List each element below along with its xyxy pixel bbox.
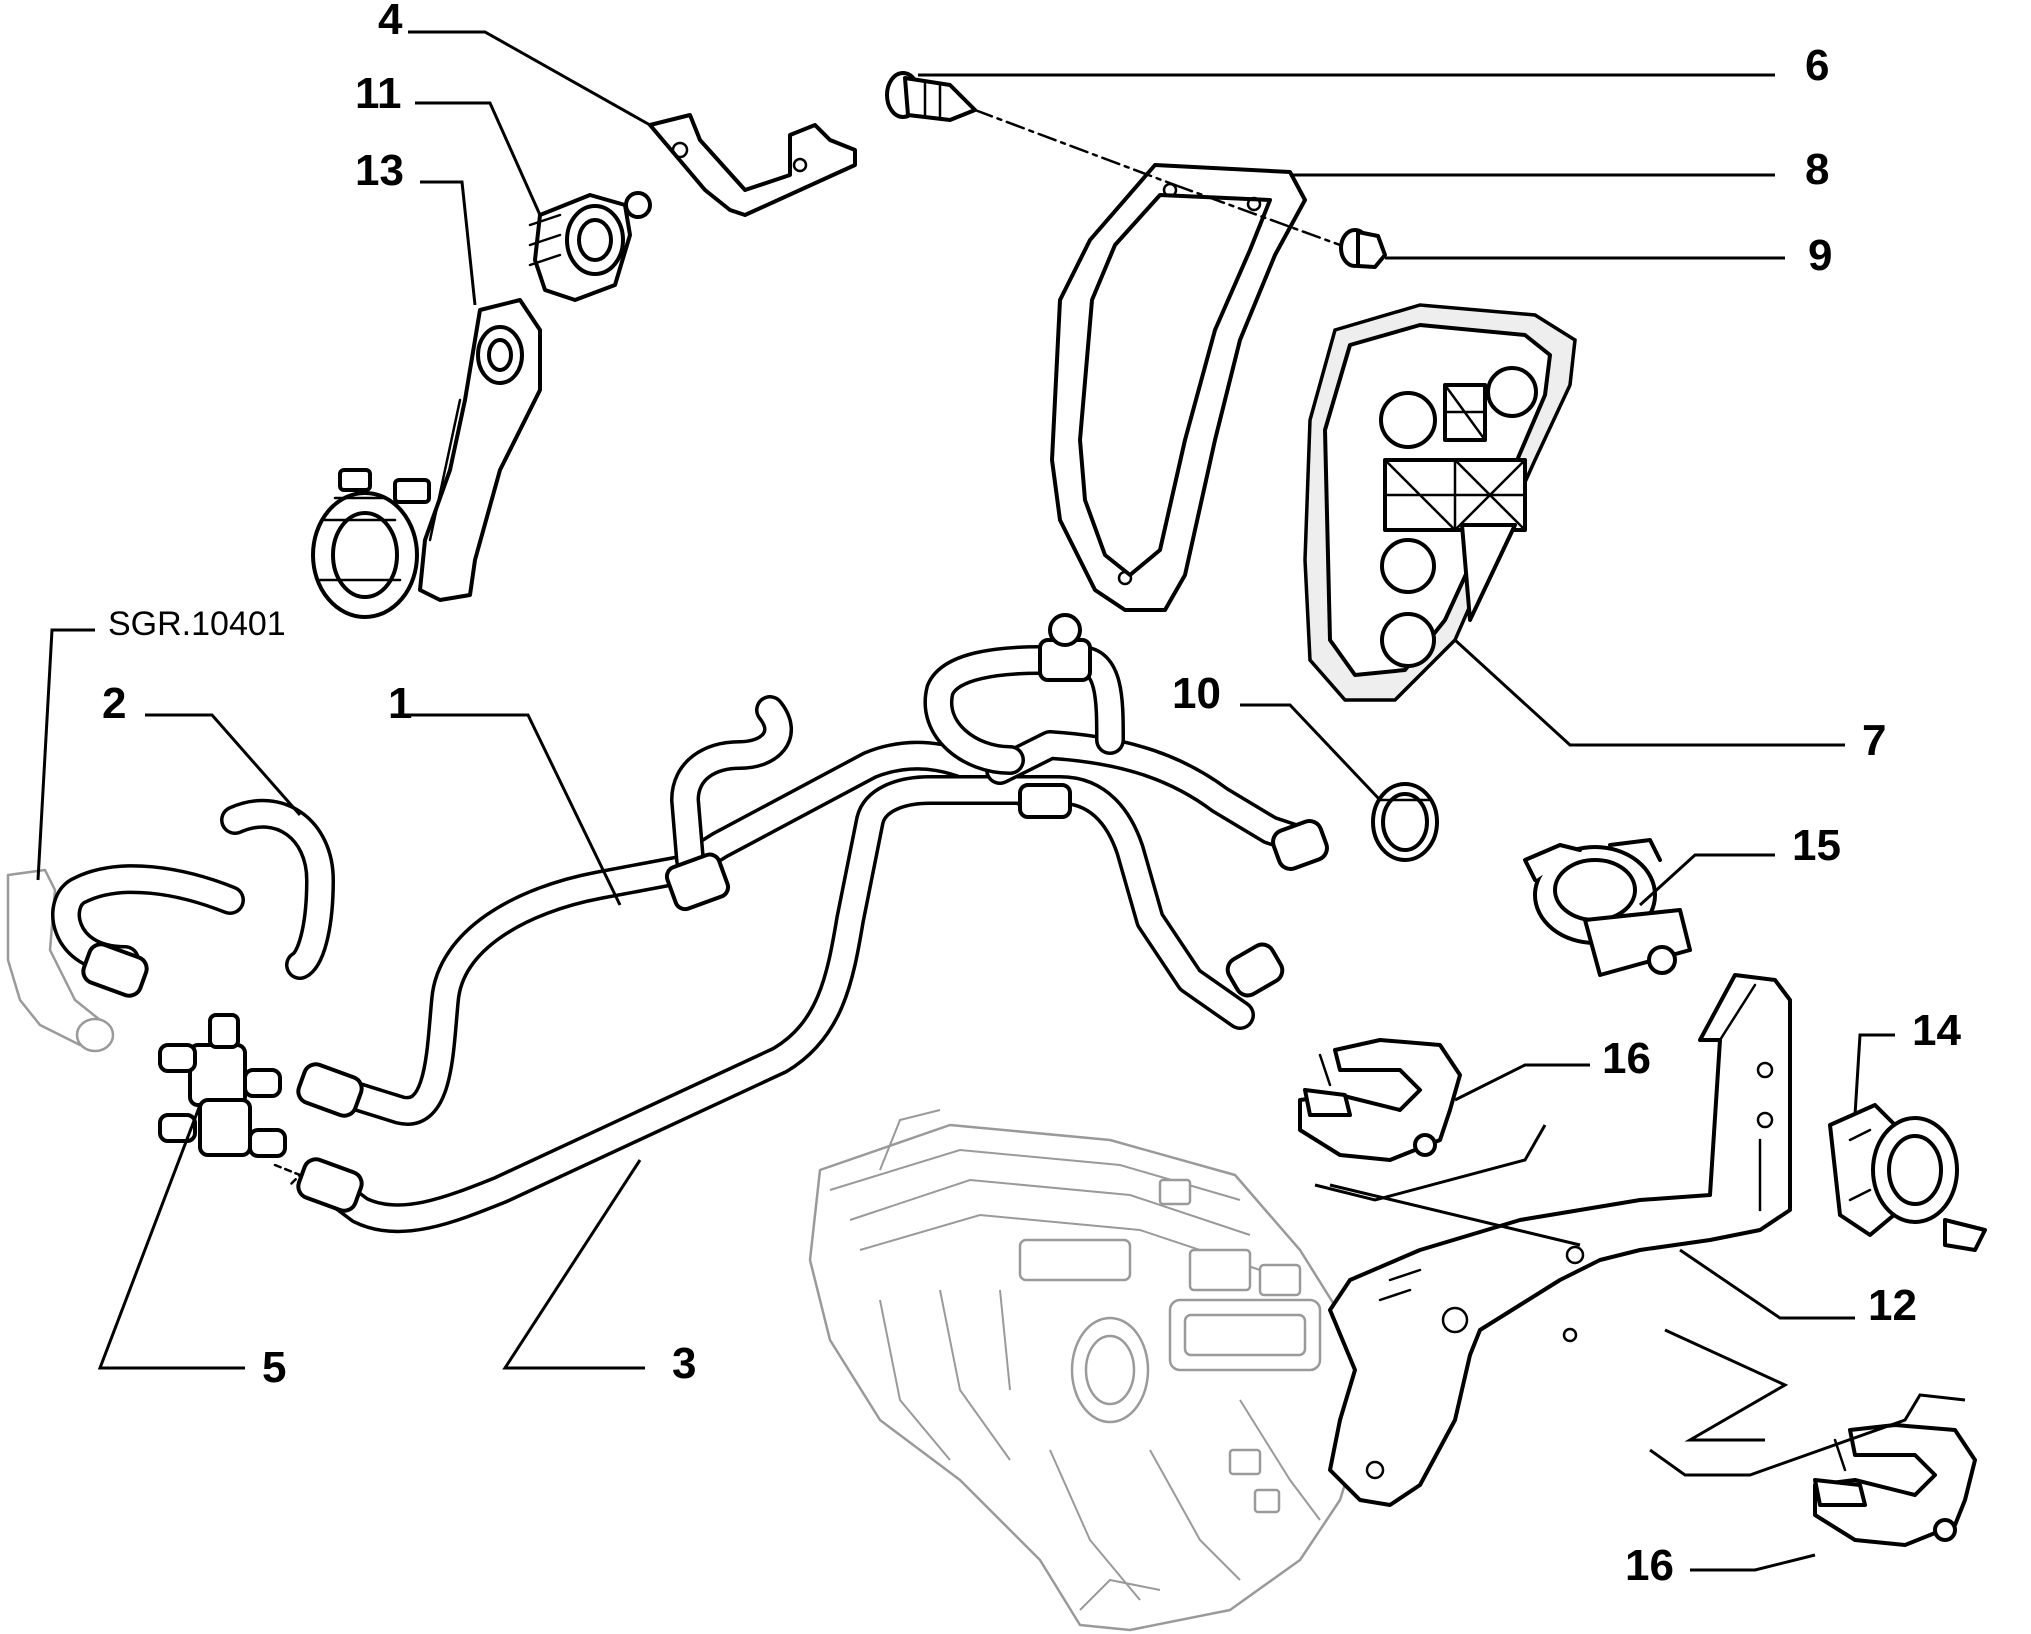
callout-6: 6 <box>1805 41 1829 90</box>
hoses <box>6 613 1329 1234</box>
part-6-bolt <box>885 71 977 122</box>
callout-labels: 1 2 3 4 5 6 7 8 9 10 11 12 13 14 15 16 1… <box>102 0 1961 1590</box>
callout-9: 9 <box>1808 231 1832 280</box>
part-9-bushing <box>1339 228 1387 269</box>
part-11-clip <box>528 191 652 302</box>
callout-2: 2 <box>102 679 126 728</box>
callout-4: 4 <box>378 0 403 44</box>
part-7-panel <box>1303 303 1577 702</box>
callout-5: 5 <box>262 1343 286 1392</box>
part-14-clip <box>1828 1103 1987 1252</box>
reference-code: SGR.10401 <box>108 605 286 643</box>
callout-7: 7 <box>1862 716 1886 765</box>
callout-8: 8 <box>1805 145 1829 194</box>
callout-12: 12 <box>1868 1281 1917 1330</box>
part-16-clamp-upper <box>1298 1038 1462 1162</box>
callout-13: 13 <box>355 146 404 195</box>
callout-14: 14 <box>1912 1006 1961 1055</box>
leader-lines <box>36 30 1966 1572</box>
part-5-valve <box>158 1013 302 1187</box>
part-10-ring-clamp <box>1371 782 1439 862</box>
part-13-bracket <box>311 298 542 619</box>
part-8-gasket <box>1050 163 1307 612</box>
part-4-bracket <box>648 113 857 217</box>
callout-16-lower: 16 <box>1625 1541 1674 1590</box>
callout-16-upper: 16 <box>1602 1034 1651 1083</box>
callout-10: 10 <box>1172 669 1221 718</box>
callout-11: 11 <box>355 69 402 118</box>
heater-unit-ghost <box>808 1109 1367 1632</box>
part-16-clamp-lower <box>1813 1423 1977 1547</box>
callout-1: 1 <box>388 679 412 728</box>
part-15-clip <box>1523 838 1692 977</box>
callout-3: 3 <box>672 1339 696 1388</box>
callout-15: 15 <box>1792 821 1841 870</box>
